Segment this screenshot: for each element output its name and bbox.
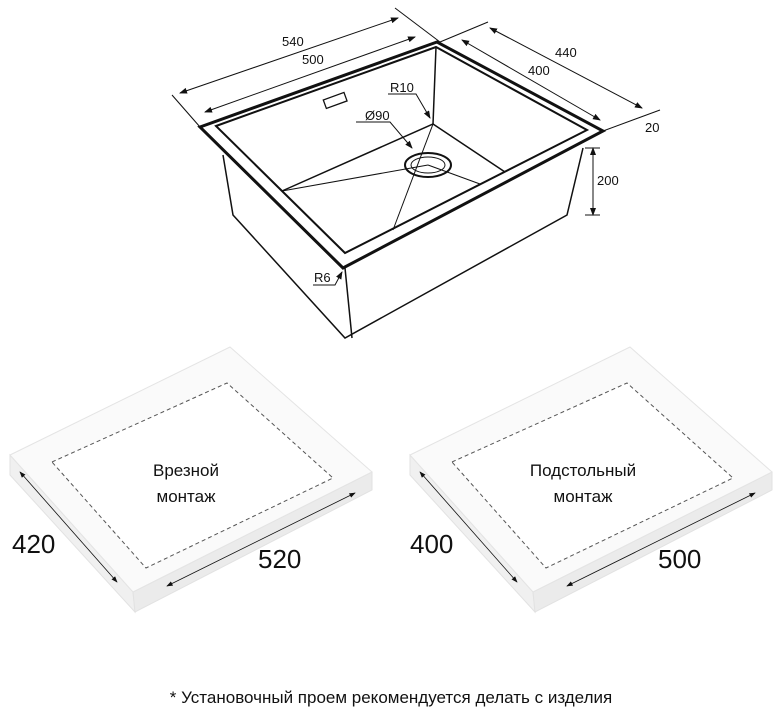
dim-width-outer: 540 [282,34,304,49]
footnote: * Установочный проем рекомендуется делат… [169,688,613,707]
sink-dimensions: 540 500 440 400 20 200 R10 Ø90 R6 [171,7,661,286]
cutout-undermount-subtitle: монтаж [554,487,614,506]
overflow-icon [322,91,348,110]
dim-depth-inner: 400 [528,63,550,78]
cutout-undermount-depth: 400 [410,529,453,559]
cutout-inset-depth: 420 [12,529,55,559]
dim-depth-outer: 440 [555,45,577,60]
cutout-inset-width: 520 [258,544,301,574]
dim-width-inner: 500 [302,52,324,67]
cutout-inset-subtitle: монтаж [157,487,217,506]
cutout-undermount: Подстольный монтаж 400 500 [409,346,773,614]
cutout-undermount-title: Подстольный [530,461,636,480]
dim-r10: R10 [390,80,414,95]
dim-r6: R6 [314,270,331,285]
cutout-inset-title: Врезной [153,461,219,480]
cutout-inset: Врезной монтаж 420 520 [9,346,373,614]
dim-height: 200 [597,173,619,188]
dim-drain: Ø90 [365,108,390,123]
drain-icon [404,152,452,178]
cutout-undermount-width: 500 [658,544,701,574]
dim-rim: 20 [645,120,659,135]
